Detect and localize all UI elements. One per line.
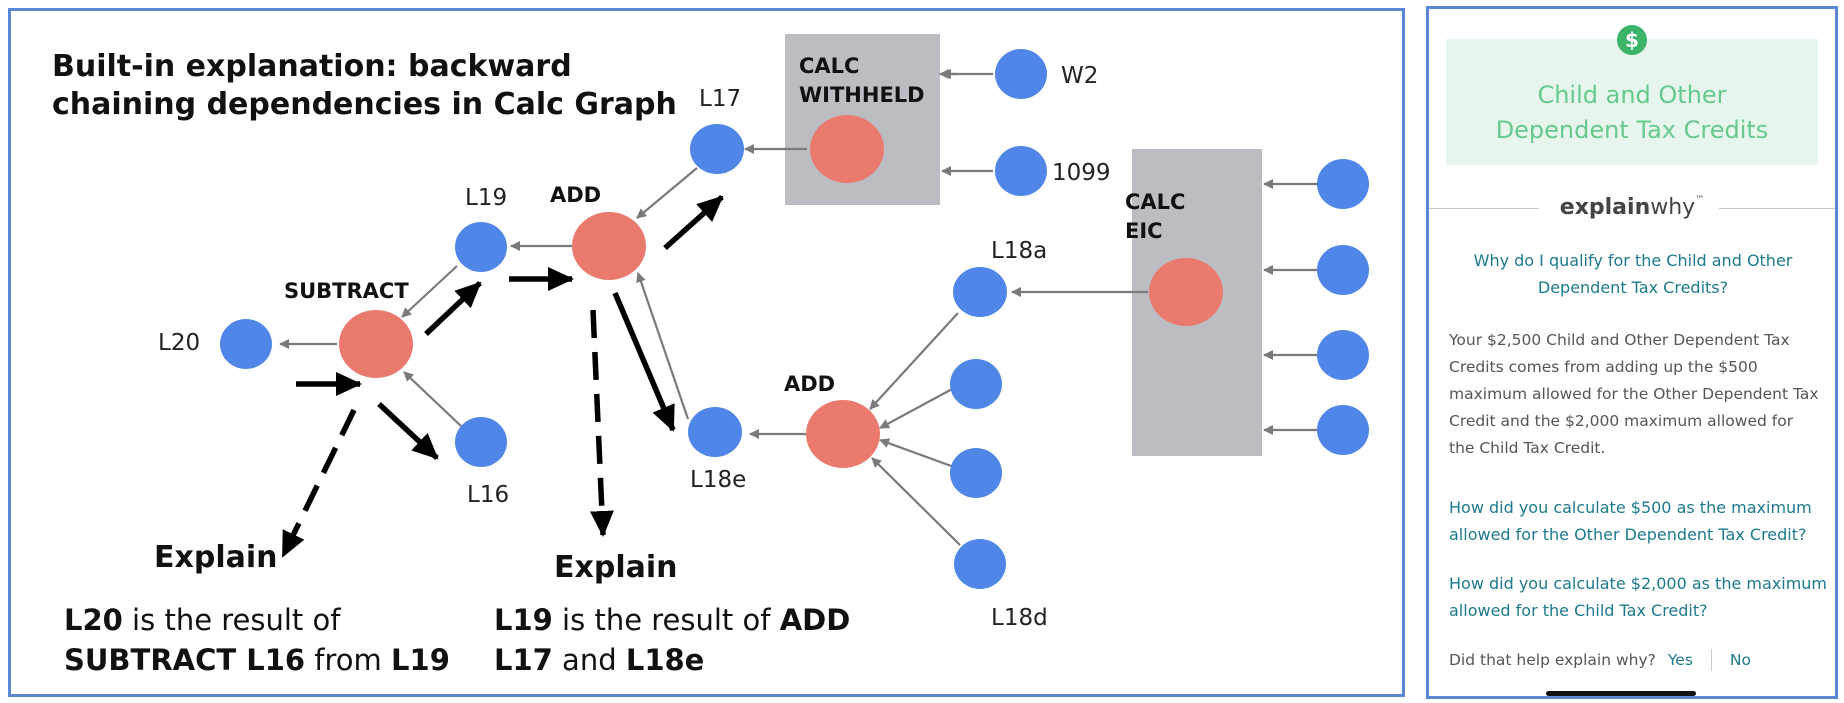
explain-heading-2: Explain: [554, 550, 678, 585]
no-button[interactable]: No: [1729, 651, 1751, 669]
op-calc-withheld: [810, 115, 884, 183]
answer-text: Your $2,500 Child and Other Dependent Ta…: [1449, 331, 1819, 457]
label-subtract: SUBTRACT: [284, 279, 409, 303]
label-l18e: L18e: [690, 467, 746, 493]
yes-button[interactable]: Yes: [1667, 651, 1693, 669]
credit-title: Child and Other Dependent Tax Credits: [1495, 81, 1769, 144]
node-l17: [690, 124, 744, 174]
label-calc-eic-1: CALC: [1125, 190, 1185, 214]
explainwhy-logo: explainwhy™: [1559, 195, 1705, 220]
dependency-arrows: [279, 69, 1317, 546]
node-eic-1: [1317, 159, 1369, 209]
node-l18e: [688, 407, 742, 457]
node-w2: [995, 49, 1047, 99]
feedback-prompt: Did that help explain why?: [1449, 651, 1656, 669]
label-calc-eic-2: EIC: [1125, 219, 1163, 243]
label-l18a: L18a: [991, 238, 1047, 264]
label-1099: 1099: [1052, 160, 1111, 186]
label-calc-withheld-1: CALC: [799, 54, 859, 78]
op-add-top: [572, 212, 646, 280]
feedback-separator: [1710, 649, 1712, 671]
explain-why-panel: Child and Other Dependent Tax Credits $ …: [1426, 6, 1838, 699]
node-eic-3: [1317, 330, 1369, 380]
feedback-row: Did that help explain why? Yes No: [1449, 649, 1751, 671]
divider-left: [1429, 208, 1539, 209]
label-add-bottom: ADD: [784, 372, 835, 396]
operator-nodes: [339, 115, 1223, 468]
node-l20: [220, 319, 272, 369]
node-eic-2: [1317, 245, 1369, 295]
node-eic-4: [1317, 405, 1369, 455]
label-calc-withheld-2: WITHHELD: [799, 83, 925, 107]
op-subtract: [339, 310, 413, 378]
label-l18d: L18d: [991, 605, 1048, 631]
value-nodes: [220, 49, 1369, 589]
followup-question-link[interactable]: How did you calculate $2,000 as the maxi…: [1449, 574, 1828, 620]
node-l18-c: [950, 448, 1002, 498]
label-w2: W2: [1061, 63, 1098, 89]
node-l16: [455, 417, 507, 467]
explain-heading-1: Explain: [154, 540, 278, 575]
explain-text-1: L20 is the result of SUBTRACT L16 from L…: [64, 603, 450, 677]
node-1099: [995, 146, 1047, 196]
label-l17: L17: [699, 86, 741, 112]
explain-text-2: L19 is the result of ADD L17 and L18e: [494, 603, 851, 677]
label-l20: L20: [158, 330, 200, 356]
traversal-arrows: [280, 194, 724, 558]
node-l18a: [953, 267, 1007, 317]
diagram-title: Built-in explanation: backward chaining …: [52, 49, 677, 122]
credit-header: Child and Other Dependent Tax Credits: [1446, 39, 1818, 165]
dollar-icon: $: [1617, 25, 1647, 55]
node-l18d: [954, 539, 1006, 589]
followup-question-link[interactable]: How did you calculate $500 as the maximu…: [1449, 498, 1812, 544]
divider-right: [1719, 208, 1835, 209]
label-add-top: ADD: [550, 183, 601, 207]
label-l16: L16: [467, 482, 509, 508]
label-l19: L19: [465, 185, 507, 211]
node-l18-b: [950, 359, 1002, 409]
op-calc-eic: [1149, 258, 1223, 326]
home-indicator[interactable]: [1546, 691, 1696, 696]
main-question: Why do I qualify for the Child and Other…: [1473, 251, 1793, 297]
node-l19: [455, 222, 507, 272]
op-add-bottom: [806, 400, 880, 468]
